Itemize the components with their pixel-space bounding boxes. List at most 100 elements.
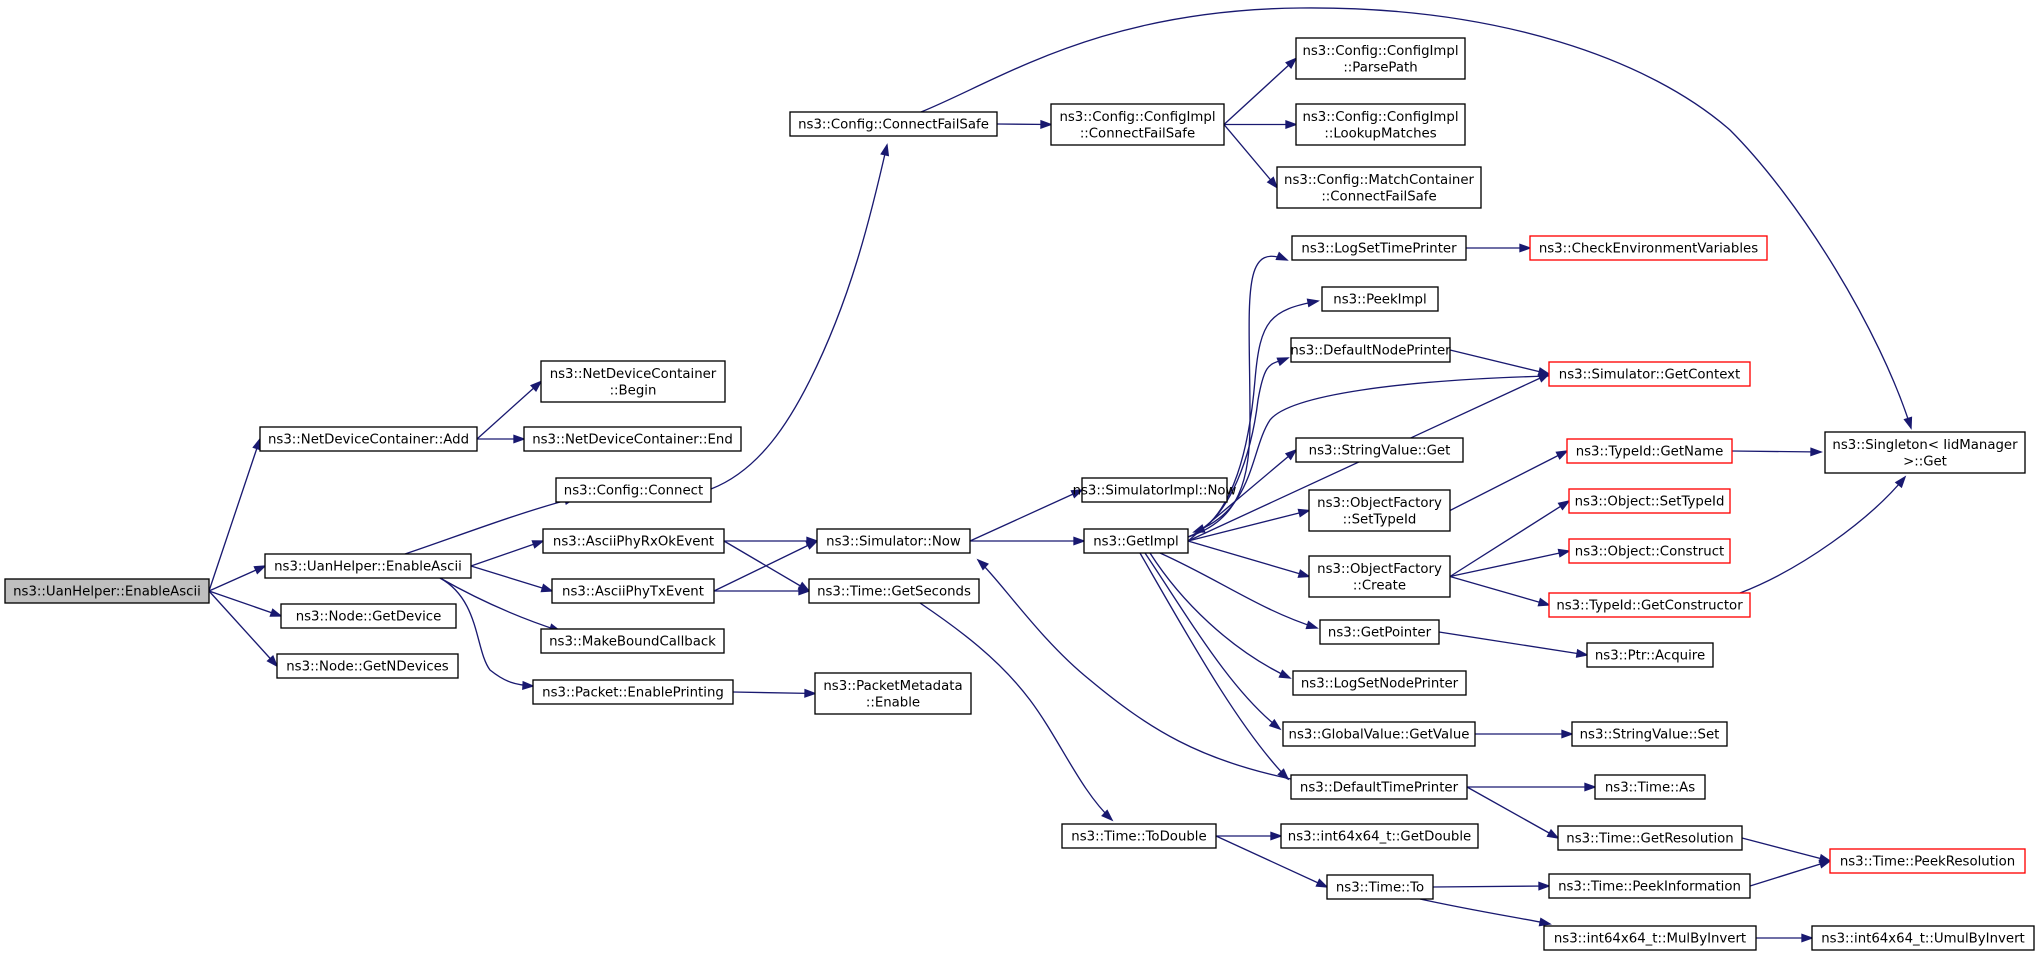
node-label: ns3::Node::GetDevice [296,610,442,625]
node-ns3-netdevicecontainer-add[interactable]: ns3::NetDeviceContainer::Add [259,426,478,452]
node-label: ns3::LogSetNodePrinter [1301,677,1459,692]
edge-n28-n7 [1192,375,1550,533]
node-ns3-defaulttimeprinter[interactable]: ns3::DefaultTimePrinter [1290,774,1468,800]
node-box [1308,489,1451,532]
edge-line [1215,835,1328,888]
node-ns3-packetmetadata-enable[interactable]: ns3::PacketMetadata::Enable [814,672,972,715]
node-ns3-getimpl[interactable]: ns3::GetImpl [1083,528,1189,554]
edge-n38-n6 [713,540,819,592]
node-ns3-object-construct[interactable]: ns3::Object::Construct [1568,538,1731,564]
node-ns3-time-peekresolution[interactable]: ns3::Time::PeekResolution [1829,848,2026,874]
node-ns3-typeid-getconstructor[interactable]: ns3::TypeId::GetConstructor [1548,592,1751,618]
node-label: ns3::Time::To [1336,881,1424,896]
node-ns3-objectfactory-settypeid[interactable]: ns3::ObjectFactory::SetTypeId [1308,489,1451,532]
node-label: ns3::SimulatorImpl::Now [1073,484,1237,499]
node-box [1566,438,1733,464]
node-ns3-int64x64-t-umulbyinvert[interactable]: ns3::int64x64_t::UmulByInvert [1811,925,2035,951]
node-ns3-logsetnodeprinter[interactable]: ns3::LogSetNodePrinter [1292,670,1467,696]
node-ns3-config-connect[interactable]: ns3::Config::Connect [555,477,712,503]
node-ns3-time-peekinformation[interactable]: ns3::Time::PeekInformation [1548,873,1751,899]
node-ns3-typeid-getname[interactable]: ns3::TypeId::GetName [1566,438,1733,464]
node-ns3-netdevicecontainer-end[interactable]: ns3::NetDeviceContainer::End [523,426,742,452]
node-ns3-getpointer[interactable]: ns3::GetPointer [1319,619,1440,645]
edge-n37-n12 [1749,859,1832,887]
edge-n1-n2 [476,380,543,440]
arrowhead [1546,828,1560,839]
node-ns3-config-configimpl-parsepath[interactable]: ns3::Config::ConfigImpl::ParsePath [1295,37,1466,80]
node-label: ns3::Config::ConfigImpl [1302,44,1458,59]
node-box [1276,166,1482,209]
edge-n40-n15 [920,7,1913,430]
edge-line [470,540,544,567]
node-ns3-node-getndevices[interactable]: ns3::Node::GetNDevices [276,653,459,679]
node-ns3-uanhelper-enableascii[interactable]: ns3::UanHelper::EnableAscii [264,553,472,579]
node-box [532,679,734,705]
node-ns3-time-todouble[interactable]: ns3::Time::ToDouble [1061,823,1217,849]
node-ns3-object-settypeid[interactable]: ns3::Object::SetTypeId [1568,488,1731,514]
edge-line [920,7,1912,429]
edge-n34-n37 [1432,881,1551,891]
node-box [1548,361,1751,387]
node-label: ns3::Config::Connect [564,484,703,499]
edges-layer [208,7,1913,943]
edge-n7-n22 [1149,552,1292,679]
node-ns3-objectfactory-create[interactable]: ns3::ObjectFactory::Create [1308,555,1451,598]
node-ns3-packet-enableprinting[interactable]: ns3::Packet::EnablePrinting [532,679,734,705]
edge-line [713,540,818,592]
node-ns3-config-connectfailsafe[interactable]: ns3::Config::ConnectFailSafe [789,111,998,137]
nodes-layer: ns3::UanHelper::EnableAscii ns3::NetDevic… [4,37,2035,951]
edge-n8-n28 [1449,349,1551,376]
edge-line [404,497,576,555]
node-ns3-netdevicecontainer-begin[interactable]: ns3::NetDeviceContainer::Begin [540,360,726,403]
edge-n4-n46 [439,577,535,690]
node-ns3-defaultnodeprinter[interactable]: ns3::DefaultNodePrinter [1290,337,1451,363]
node-ns3-time-getresolution[interactable]: ns3::Time::GetResolution [1557,825,1743,851]
edge-line [1749,860,1831,887]
edge-n4-n38 [470,565,554,593]
node-ns3-node-getdevice[interactable]: ns3::Node::GetDevice [280,603,457,629]
arrowhead [1101,809,1114,822]
edge-n4-n45 [439,577,562,633]
node-box [1548,592,1751,618]
node-ns3-checkenvironmentvariables[interactable]: ns3::CheckEnvironmentVariables [1529,235,1768,261]
node-ns3-config-matchcontainer-connectfailsafe[interactable]: ns3::Config::MatchContainer::ConnectFail… [1276,166,1482,209]
arrowhead [513,434,526,444]
node-label: ns3::Config::ConfigImpl [1059,110,1215,125]
node-ns3-time-to[interactable]: ns3::Time::To [1326,874,1434,900]
node-ns3-simulator-now[interactable]: ns3::Simulator::Now [816,528,971,554]
edge-line [1187,509,1310,542]
node-ns3-singleton-iidmanager-get[interactable]: ns3::Singleton< IidManager >::Get [1824,431,2026,474]
edge-line [1449,575,1550,606]
edge-n41-n42 [1224,119,1298,130]
node-ns3-globalvalue-getvalue[interactable]: ns3::GlobalValue::GetValue [1282,721,1476,747]
arrowhead [266,655,279,668]
edge-n13-n17 [1449,499,1571,578]
node-ns3-logsettimeprinter[interactable]: ns3::LogSetTimePrinter [1291,235,1467,261]
node-ns3-time-as[interactable]: ns3::Time::As [1594,774,1706,800]
node-ns3-config-configimpl-lookupmatches[interactable]: ns3::Config::ConfigImpl::LookupMatches [1295,103,1466,146]
node-ns3-asciiphytxevent[interactable]: ns3::AsciiPhyTxEvent [551,578,715,604]
node-ns3-int64x64-t-getdouble[interactable]: ns3::int64x64_t::GetDouble [1280,823,1479,849]
node-ns3-time-getseconds[interactable]: ns3::Time::GetSeconds [808,578,980,604]
node-box [814,672,972,715]
node-ns3-simulator-getcontext[interactable]: ns3::Simulator::GetContext [1548,361,1751,387]
node-label: ns3::DefaultNodePrinter [1290,344,1451,359]
node-label: ns3::Simulator::GetContext [1559,368,1740,383]
node-ns3-peekimpl[interactable]: ns3::PeekImpl [1321,286,1439,312]
node-ns3-simulatorimpl-now[interactable]: ns3::SimulatorImpl::Now [1073,477,1237,503]
node-label: ns3::NetDeviceContainer::Add [268,433,469,448]
node-ns3-stringvalue-set[interactable]: ns3::StringValue::Set [1571,721,1728,747]
node-box [789,111,998,137]
node-box [1824,431,2026,474]
node-ns3-ptr-acquire[interactable]: ns3::Ptr::Acquire [1586,642,1714,668]
node-ns3-makeboundcallback[interactable]: ns3::MakeBoundCallback [540,628,725,654]
node-box [1543,925,1757,951]
node-ns3-stringvalue-get[interactable]: ns3::StringValue::Get [1295,437,1464,463]
node-ns3-asciiphyrxokevent[interactable]: ns3::AsciiPhyRxOkEvent [542,528,725,554]
node-ns3-config-configimpl-connectfailsafe[interactable]: ns3::Config::ConfigImpl::ConnectFailSafe [1050,103,1225,146]
node-ns3-int64x64-t-mulbyinvert[interactable]: ns3::int64x64_t::MulByInvert [1543,925,1757,951]
arrowhead [1297,508,1311,518]
edge-line [1432,885,1550,888]
node-ns3-uanhelper-enableascii[interactable]: ns3::UanHelper::EnableAscii [4,578,210,604]
node-label: ns3::MakeBoundCallback [549,635,716,650]
